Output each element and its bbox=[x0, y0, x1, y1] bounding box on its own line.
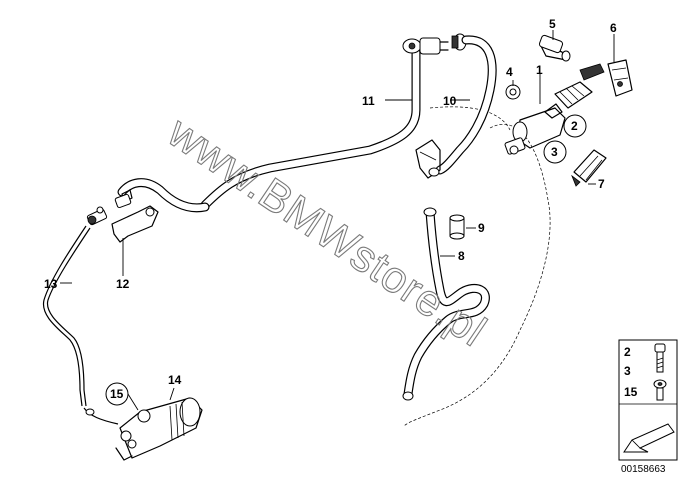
label-9: 9 bbox=[478, 221, 485, 235]
bolt-icon bbox=[654, 343, 666, 373]
label-11: 11 bbox=[362, 94, 375, 108]
reference-arrow-icon bbox=[623, 423, 675, 453]
label-6: 6 bbox=[610, 21, 617, 35]
master-cylinder-1 bbox=[504, 63, 605, 155]
top-connector bbox=[402, 33, 467, 55]
image-code: 00158663 bbox=[621, 464, 666, 475]
bracket-12 bbox=[111, 189, 159, 243]
engine-outline-dashed bbox=[403, 123, 551, 427]
label-13: 13 bbox=[44, 277, 58, 291]
label-4: 4 bbox=[506, 65, 513, 79]
legend-box: 2 3 15 bbox=[618, 339, 678, 461]
callout-3 bbox=[543, 140, 567, 164]
legend-label-15: 15 bbox=[624, 385, 638, 399]
legend-label-2: 2 bbox=[624, 345, 631, 359]
callout-2 bbox=[563, 114, 587, 138]
pipe-11 bbox=[117, 47, 421, 213]
line-13-connector bbox=[86, 206, 108, 226]
slave-cylinder-14 bbox=[83, 397, 203, 461]
label-15: 15 bbox=[110, 387, 124, 401]
cap-9 bbox=[449, 214, 465, 240]
engine-outline-dashed-2 bbox=[429, 106, 511, 131]
label-8: 8 bbox=[458, 249, 465, 263]
clip-6 bbox=[607, 59, 633, 97]
nut-4 bbox=[505, 84, 521, 100]
bolt-washer-icon bbox=[653, 379, 667, 401]
pipe-13 bbox=[42, 225, 91, 407]
leader-lines bbox=[60, 30, 615, 411]
legend-label-3: 3 bbox=[624, 364, 631, 378]
hose-8 bbox=[402, 207, 490, 401]
label-3: 3 bbox=[551, 145, 558, 159]
elbow-fitting bbox=[415, 139, 441, 179]
watermark: www.BMWstore.pl bbox=[159, 107, 496, 356]
hose-10 bbox=[435, 35, 497, 175]
part-number-labels: 1 2 3 4 5 6 7 8 9 10 11 12 13 14 15 bbox=[44, 17, 617, 401]
label-7: 7 bbox=[598, 177, 605, 191]
label-10: 10 bbox=[443, 94, 457, 108]
label-5: 5 bbox=[549, 17, 556, 31]
label-1: 1 bbox=[536, 63, 543, 77]
pin-5 bbox=[538, 34, 571, 62]
bracket-7 bbox=[571, 149, 607, 187]
label-12: 12 bbox=[116, 277, 130, 291]
label-14: 14 bbox=[168, 373, 182, 387]
label-2: 2 bbox=[571, 119, 578, 133]
